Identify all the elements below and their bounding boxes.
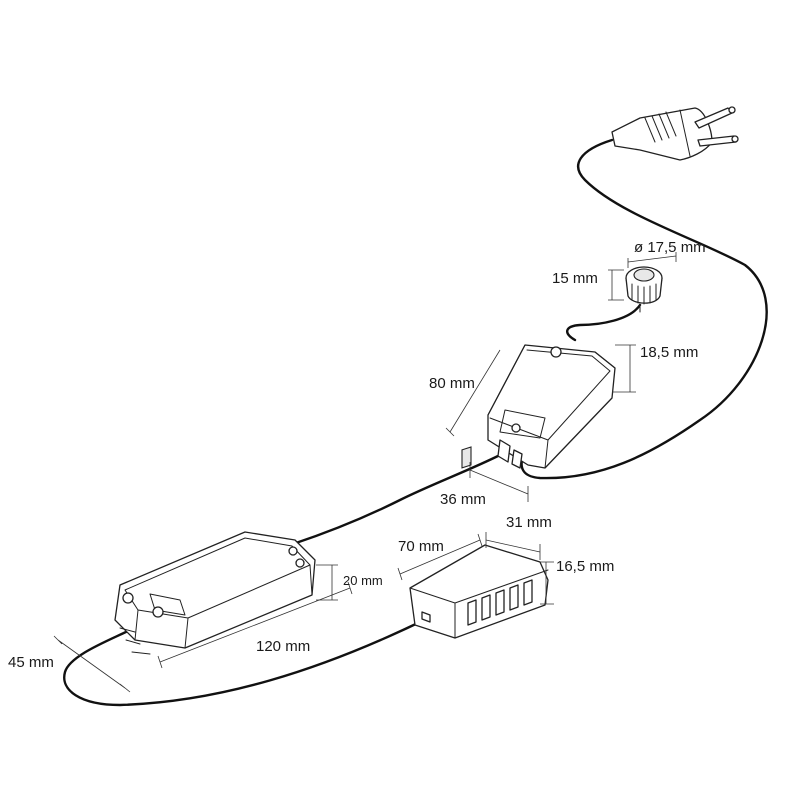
push-button-switch <box>625 266 663 313</box>
driver-height-label: 20 mm <box>343 573 383 588</box>
switch-diameter-label: ø 17,5 mm <box>634 239 706 256</box>
control-box <box>487 344 616 469</box>
mains-cable <box>520 138 768 480</box>
switch-height-label: 15 mm <box>552 270 598 287</box>
dimension-labels: ø 17,5 mm 15 mm 18,5 mm 80 mm 36 mm 20 m… <box>8 239 706 671</box>
distributor-width-label: 31 mm <box>506 514 552 531</box>
switch-cable <box>566 303 642 342</box>
mains-plug <box>611 106 739 161</box>
box-height-label: 18,5 mm <box>640 344 698 361</box>
cables <box>63 138 768 707</box>
led-driver <box>114 531 316 655</box>
distributor-height-label: 16,5 mm <box>556 558 614 575</box>
driver-width-label: 45 mm <box>8 654 54 671</box>
box-length-label: 80 mm <box>429 375 475 392</box>
driver-length-label: 120 mm <box>256 638 310 655</box>
distributor-length-label: 70 mm <box>398 538 444 555</box>
box-to-driver-cable <box>291 453 502 546</box>
driver-to-distributor-cable <box>63 620 422 707</box>
distributor-block <box>409 446 549 639</box>
dimension-lines <box>53 252 677 693</box>
box-width-label: 36 mm <box>440 491 486 508</box>
